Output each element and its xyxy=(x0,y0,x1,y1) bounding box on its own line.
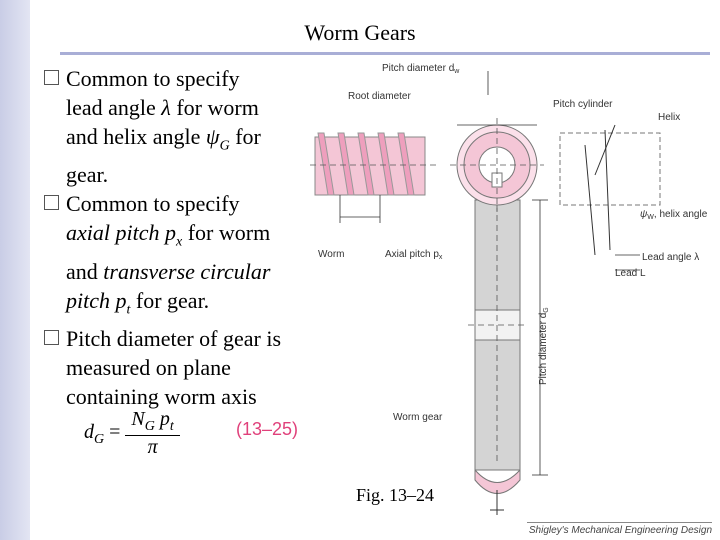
label-lead-angle: Lead angle λ xyxy=(642,252,699,263)
gear-body-upper xyxy=(474,199,521,311)
title-divider xyxy=(60,52,710,55)
bullet-box-icon xyxy=(44,70,59,85)
worm-end-view xyxy=(450,118,544,212)
slide-title: Worm Gears xyxy=(304,20,416,45)
label-root-diameter: Root diameter xyxy=(348,91,411,102)
label-worm: Worm xyxy=(318,249,344,260)
bullet-text: Common to specify xyxy=(66,191,240,217)
label-pitch-diameter: Pitch diameter dw xyxy=(382,63,460,75)
bullet-item-pitch: Common to specify axial pitch px for wor… xyxy=(44,189,314,324)
bullet-item-pitch-diameter: Pitch diameter of gear is measured on pl… xyxy=(44,324,314,411)
label-worm-gear: Worm gear xyxy=(393,412,443,423)
gear-body-lower xyxy=(474,339,521,471)
bullet-text: Common to specify lead angle xyxy=(66,66,240,120)
bullet-box-icon xyxy=(44,195,59,211)
bullet-list: Common to specify lead angle λ for worm … xyxy=(44,64,314,411)
worm-side-view xyxy=(310,132,440,223)
psi-subscript: G xyxy=(219,138,230,154)
label-helix-angle: ψW, helix angle xyxy=(640,209,708,221)
gear-teeth-bottom xyxy=(474,468,521,494)
footer-text: Shigley's Mechanical Engineering Design xyxy=(527,522,712,536)
label-pitch-diameter-gear: Pitch diameter dG xyxy=(538,307,550,385)
helix-diagram xyxy=(559,124,661,271)
lambda-symbol: λ xyxy=(161,95,171,120)
bullet-text: for worm and xyxy=(66,220,271,284)
worm-gear-figure: Pitch diameter dw Root diameter Pitch cy… xyxy=(310,63,708,515)
bullet-item-lead-angle: Common to specify lead angle λ for worm … xyxy=(44,64,314,189)
formula-pitch-diameter: dG = NG pt π xyxy=(84,408,180,459)
figure-caption: Fig. 13–24 xyxy=(356,485,435,505)
transverse-pitch-term: transverse circular pitch p xyxy=(66,258,271,313)
transverse-pitch-subscript: t xyxy=(126,302,131,318)
axial-pitch-subscript: x xyxy=(175,234,183,250)
axial-pitch-term: axial pitch p xyxy=(66,220,176,246)
bullet-text: for worm and helix angle xyxy=(66,95,259,149)
label-pitch-cylinder: Pitch cylinder xyxy=(553,99,613,110)
bullet-text: for gear. xyxy=(66,124,261,188)
bullet-box-icon xyxy=(44,330,59,346)
label-lead: Lead L xyxy=(615,268,646,279)
psi-symbol: ψ xyxy=(205,124,220,149)
slide-left-bar xyxy=(0,0,30,540)
equation-number: (13–25) xyxy=(236,419,299,439)
label-helix: Helix xyxy=(658,112,680,123)
bullet-text: for gear. xyxy=(130,287,210,313)
bullet-text: Pitch diameter of gear is measured on pl… xyxy=(66,326,282,410)
label-axial-pitch: Axial pitch px xyxy=(385,249,443,261)
